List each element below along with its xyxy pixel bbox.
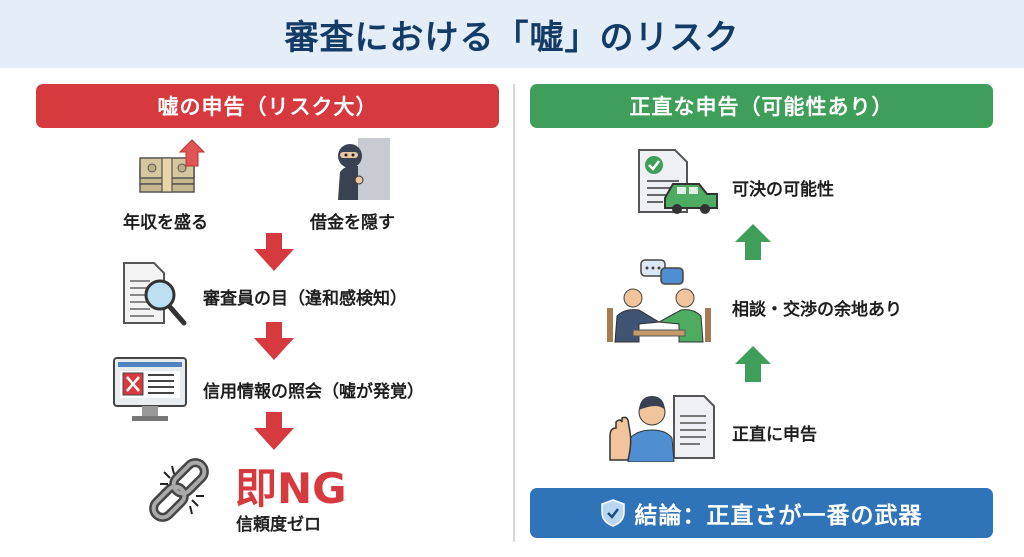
column-divider <box>513 84 515 542</box>
arrow-up-icon <box>735 224 771 260</box>
title-bar: 審査における「嘘」のリスク <box>0 0 1024 68</box>
honest-report-label: 正直に申告 <box>732 425 817 445</box>
conclusion-banner: 結論：正直さが一番の武器 <box>530 488 993 538</box>
hide-debt-label: 借金を隠す <box>310 213 395 233</box>
monitor-error-icon <box>113 357 187 421</box>
page-title: 審査における「嘘」のリスク <box>284 17 740 58</box>
handshake-icon <box>607 259 711 343</box>
broken-chain-icon <box>149 458 209 522</box>
zero-trust-label: 信頼度ゼロ <box>236 515 321 535</box>
instant-ng-text: 即NG <box>235 464 347 513</box>
arrow-down-icon <box>254 233 294 271</box>
arrow-down-icon <box>254 322 294 360</box>
approved-doc-car-icon <box>638 149 718 214</box>
conclusion-label: 結論：正直さが一番の武器 <box>634 503 923 529</box>
approval-possibility-label: 可決の可能性 <box>732 180 834 200</box>
consultation-label: 相談・交渉の余地あり <box>732 300 902 320</box>
arrow-up-icon <box>735 346 771 382</box>
credit-check-label: 信用情報の照会（嘘が発覚） <box>203 382 424 402</box>
shield-check-icon <box>600 499 625 527</box>
money-up-icon <box>139 139 206 193</box>
inflate-income-label: 年収を盛る <box>123 213 208 233</box>
hiding-thief-icon <box>338 138 390 200</box>
lie-header: 嘘の申告（リスク大） <box>36 84 499 128</box>
document-magnifier-icon <box>123 262 187 326</box>
arrow-down-icon <box>254 412 294 450</box>
person-document-icon <box>609 395 715 462</box>
honest-header: 正直な申告（可能性あり） <box>530 84 993 128</box>
examiner-eye-label: 審査員の目（違和感検知） <box>203 289 407 309</box>
